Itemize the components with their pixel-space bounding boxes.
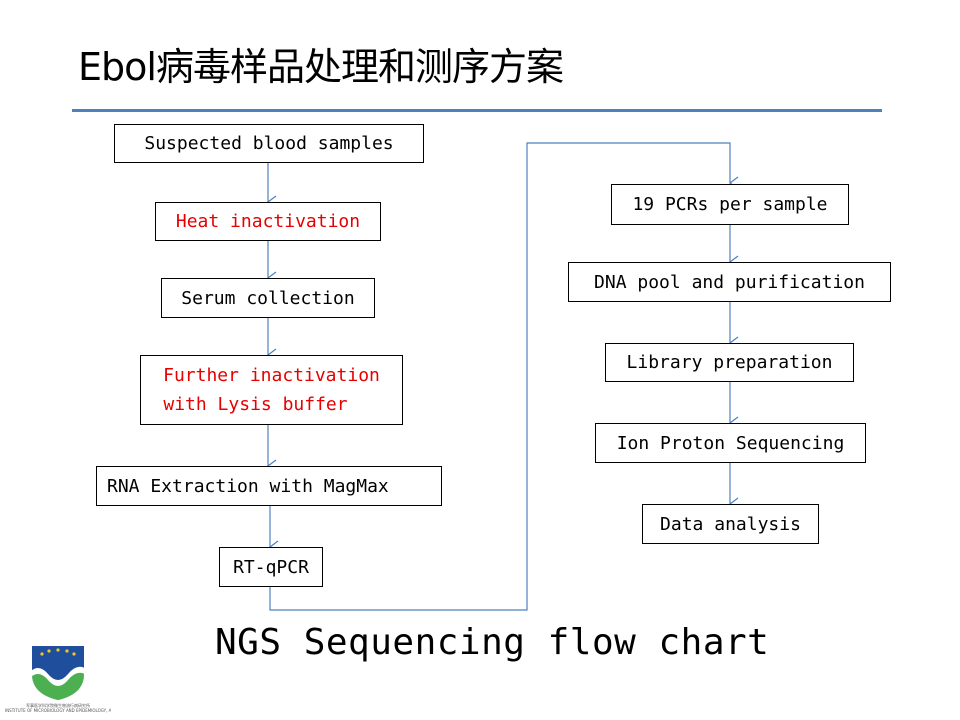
connector-elbow — [269, 142, 739, 611]
step-ion-proton-sequencing: Ion Proton Sequencing — [595, 423, 866, 463]
institute-logo — [32, 646, 84, 700]
step-data-analysis: Data analysis — [642, 504, 819, 544]
slide-title: Ebol病毒样品处理和测序方案 — [78, 45, 564, 89]
step-rt-qpcr: RT-qPCR — [219, 547, 323, 587]
step-label: 19 PCRs per sample — [632, 194, 828, 215]
step-label: RT-qPCR — [233, 556, 309, 578]
step-label: Ion Proton Sequencing — [616, 432, 845, 454]
step-rna-extraction: RNA Extraction with MagMax — [96, 466, 442, 506]
step-label: RNA Extraction with MagMax — [107, 475, 389, 497]
step-dna-pool-purification: DNA pool and purification — [568, 262, 891, 302]
step-label: Data analysis — [660, 513, 801, 535]
step-label: Heat inactivation — [175, 211, 361, 232]
step-label-line-2: with Lysis buffer — [163, 394, 348, 415]
step-label: DNA pool and purification — [594, 271, 865, 293]
step-suspected-blood-samples: Suspected blood samples — [114, 124, 424, 163]
step-label: Serum collection — [181, 287, 355, 309]
institute-name-en: INSTITUTE OF MICROBIOLOGY AND EPIDEMIOLO… — [5, 708, 111, 713]
institute-name-cn: 军事医学科学院微生物流行病研究所 — [26, 703, 90, 708]
step-label-line-1: Further inactivation — [163, 365, 380, 386]
step-label: Library preparation — [626, 352, 833, 373]
flow-chart-caption: NGS Sequencing flow chart — [215, 622, 770, 663]
institute-name: 军事医学科学院微生物流行病研究所 INSTITUTE OF MICROBIOLO… — [5, 703, 111, 713]
title-underline — [72, 109, 882, 112]
step-library-preparation: Library preparation — [605, 343, 854, 382]
step-19-pcrs-per-sample: 19 PCRs per sample — [611, 184, 849, 225]
step-further-inactivation: Further inactivation with Lysis buffer — [140, 355, 403, 425]
step-serum-collection: Serum collection — [161, 278, 375, 318]
step-heat-inactivation: Heat inactivation — [155, 202, 381, 241]
step-label: Suspected blood samples — [144, 133, 394, 154]
